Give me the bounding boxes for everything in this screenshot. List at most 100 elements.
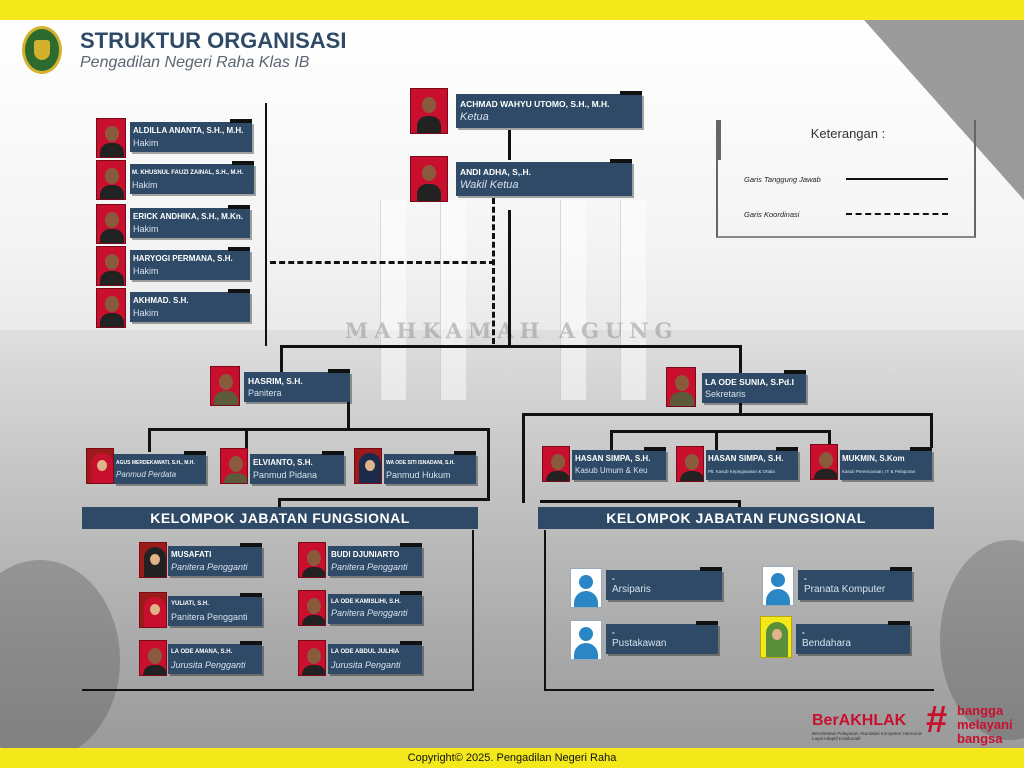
hakim-photo <box>96 288 126 328</box>
kasub-photo <box>810 444 838 480</box>
kjf-member-card[interactable]: LA ODE KAMISLIHI, S.H.Panitera Pengganti <box>328 591 422 624</box>
kjf-position-role: Bendahara <box>802 638 851 649</box>
wakil-ketua-name: ANDI ADHA, S,.H. <box>460 167 531 177</box>
kjf-member-photo <box>298 640 326 676</box>
connector-line <box>540 500 740 503</box>
hakim-name: M. KHUSNUL FAUZI ZAINAL, S.H., M.H. <box>132 170 244 176</box>
hakim-card[interactable]: AKHMAD. S.H.Hakim <box>130 289 250 322</box>
hakim-name: AKHMAD. S.H. <box>133 296 189 305</box>
panmud-name: AGUS MERDEKAWATI, S.H., M.H. <box>116 460 195 466</box>
legend-box: Keterangan : Garis Tanggung Jawab Garis … <box>716 120 976 238</box>
hakim-role: Hakim <box>133 266 159 276</box>
kjf-right-bracket <box>544 530 546 691</box>
hakim-card[interactable]: ALDILLA ANANTA, S.H., M.H.Hakim <box>130 119 252 152</box>
kjf-member-role: Jurusita Pengganti <box>171 660 246 670</box>
kjf-member-card[interactable]: YULIATI, S.H. Panitera Pengganti <box>168 593 262 626</box>
kjf-member-photo <box>139 640 167 676</box>
kjf-right-header: KELOMPOK JABATAN FUNGSIONAL <box>538 507 934 529</box>
kjf-position-card[interactable]: -Pustakawan <box>606 621 718 654</box>
kasub-card[interactable]: HASAN SIMPA, S.H.Kasub Umum & Keu <box>572 447 666 480</box>
kasub-role: Kasub Perencanaan, IT & Pelaporan <box>842 469 916 474</box>
sekretaris-photo <box>666 367 696 407</box>
connector-line <box>245 428 248 452</box>
hakim-card[interactable]: HARYOGI PERMANA, S.H. Hakim <box>130 247 250 280</box>
berakhlak-logo: BerAKHLAK <box>812 712 907 729</box>
connector-line <box>278 498 490 501</box>
kjf-position-name: - <box>612 574 615 583</box>
kjf-member-role: Panitera Pengganti <box>171 562 248 572</box>
ketua-card[interactable]: ACHMAD WAHYU UTOMO, S.H., M.H. Ketua <box>456 91 642 128</box>
legend-title: Keterangan : <box>810 126 886 141</box>
building-column <box>620 200 646 400</box>
panitera-card[interactable]: HASRIM, S.H.Panitera <box>244 369 350 402</box>
panmud-photo <box>86 448 114 484</box>
sekretaris-name: LA ODE SUNIA, S.Pd.I <box>705 377 794 387</box>
kjf-position-card[interactable]: -Arsiparis <box>606 567 722 600</box>
hakim-photo <box>96 204 126 244</box>
connector-line <box>487 428 490 500</box>
slogan-line-2: melayani <box>957 717 1013 732</box>
connector-line <box>522 413 525 503</box>
coordination-line <box>492 198 495 344</box>
panmud-role: Panmud Pidana <box>253 470 318 480</box>
connector-line <box>148 428 488 431</box>
kjf-position-role: Pranata Komputer <box>804 584 886 595</box>
kjf-member-role: Panitera Pengganti <box>331 562 408 572</box>
kjf-member-name: LA ODE ABDUL JULHIA <box>331 649 400 655</box>
ketua-photo <box>410 88 448 134</box>
user-placeholder-icon <box>762 566 794 606</box>
hakim-role: Hakim <box>133 138 159 148</box>
hakim-name: HARYOGI PERMANA, S.H. <box>133 254 233 263</box>
kjf-member-card[interactable]: LA ODE AMANA, S.H.Jurusita Pengganti <box>168 641 262 674</box>
kasub-name: HASAN SIMPA, S.H. <box>708 454 784 463</box>
kasub-role: Plt. Kasub Kepegawaian & Ortala <box>708 469 775 474</box>
connector-line <box>610 430 613 450</box>
connector-line <box>278 498 281 508</box>
panmud-card[interactable]: ELVIANTO, S.H. Panmud Pidana <box>250 451 344 484</box>
panmud-name: ELVIANTO, S.H. <box>253 458 313 467</box>
kjf-member-name: BUDI DJUNIARTO <box>331 550 400 559</box>
connector-line <box>739 403 742 415</box>
hakim-photo <box>96 160 126 200</box>
kjf-position-card[interactable]: -Pranata Komputer <box>798 567 912 600</box>
footer-copyright: Copyright© 2025. Pengadilan Negeri Raha <box>0 748 1024 768</box>
panmud-card[interactable]: AGUS MERDEKAWATI, S.H., M.H. Panmud Perda… <box>114 451 206 484</box>
legend-solid-label: Garis Tanggung Jawab <box>744 175 821 184</box>
connector-line <box>610 430 830 433</box>
panmud-card[interactable]: WA ODE SITI ISNADANI, S.H.Panmud Hukum <box>384 451 476 484</box>
kjf-member-photo <box>139 542 167 578</box>
kjf-member-photo <box>298 542 326 578</box>
panitera-photo <box>210 366 240 406</box>
page-subtitle: Pengadilan Negeri Raha Klas IB <box>80 54 310 71</box>
hashtag-icon: # <box>926 699 948 741</box>
kjf-position-role: Arsiparis <box>612 584 651 595</box>
berakhlak-tagline: Berorientasi Pelayanan Akuntabel Kompete… <box>812 731 922 741</box>
kjf-member-name: MUSAFATI <box>171 550 212 559</box>
kjf-position-card[interactable]: -Bendahara <box>796 621 910 654</box>
connector-line <box>280 345 740 348</box>
connector-line <box>148 428 151 452</box>
coordination-line <box>270 261 495 264</box>
wakil-ketua-card[interactable]: ANDI ADHA, S,.H. Wakil Ketua <box>456 159 632 196</box>
kasub-name: MUKMIN, S.Kom <box>842 454 905 463</box>
kjf-position-name: - <box>612 628 615 637</box>
kjf-left-header: KELOMPOK JABATAN FUNGSIONAL <box>82 507 478 529</box>
kjf-member-name: YULIATI, S.H. <box>171 601 209 607</box>
panmud-role: Panmud Hukum <box>386 470 451 480</box>
connector-line <box>715 430 718 450</box>
hakim-role: Hakim <box>133 224 159 234</box>
kjf-member-card[interactable]: MUSAFATI Panitera Pengganti <box>168 543 262 576</box>
hakim-card[interactable]: ERICK ANDHIKA, S.H., M.Kn.Hakim <box>130 205 250 238</box>
kjf-member-photo <box>139 592 167 628</box>
kjf-position-name: - <box>804 574 807 583</box>
kjf-member-card[interactable]: BUDI DJUNIARTO Panitera Pengganti <box>328 543 422 576</box>
kjf-member-role: Panitera Pengganti <box>171 612 248 622</box>
hakim-card[interactable]: M. KHUSNUL FAUZI ZAINAL, S.H., M.H.Hakim <box>130 161 254 194</box>
panmud-role: Panmud Perdata <box>116 470 177 479</box>
connector-line <box>508 210 511 345</box>
kasub-card[interactable]: HASAN SIMPA, S.H. Plt. Kasub Kepegawaian … <box>706 447 798 480</box>
